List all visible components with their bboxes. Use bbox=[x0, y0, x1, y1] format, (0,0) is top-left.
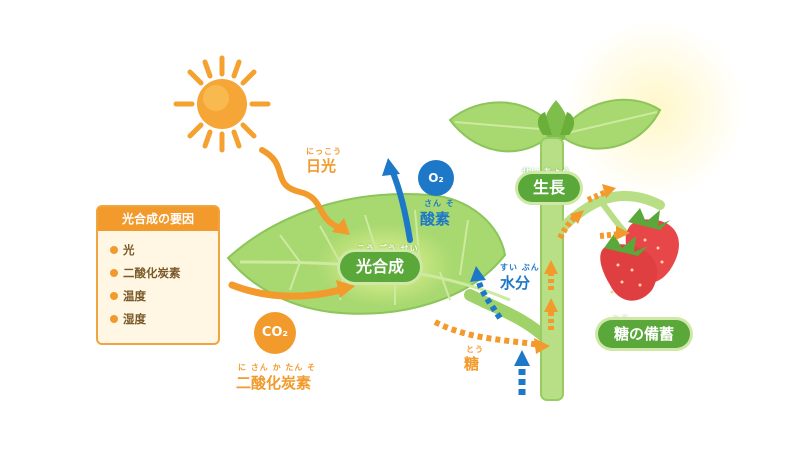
water-label: 水分 bbox=[500, 274, 531, 292]
oxygen-arrow bbox=[389, 167, 413, 243]
water-ruby: すい ぶん bbox=[500, 263, 540, 272]
factors-list: 光 二酸化炭素 温度 湿度 bbox=[98, 239, 218, 331]
sugar-ruby: とう bbox=[466, 345, 484, 354]
storage-label: 糖の備蓄 bbox=[598, 320, 690, 348]
bullet-icon bbox=[110, 314, 118, 323]
branch bbox=[555, 191, 665, 235]
photosynthesis-ruby: こう ごう せい bbox=[357, 244, 419, 253]
sunlight-ruby: にっこう bbox=[306, 147, 342, 156]
storage-ruby: とう bbox=[612, 314, 630, 325]
sugar-arrow bbox=[433, 319, 541, 348]
stem-sugar-arrows bbox=[544, 184, 630, 330]
sugar-label: 糖 bbox=[464, 355, 480, 373]
leaf-stem bbox=[464, 289, 554, 346]
factor-item: 温度 bbox=[110, 285, 218, 308]
factors-title: 光合成の要因 bbox=[98, 207, 218, 231]
growth-ruby: せい ちょう bbox=[522, 167, 571, 176]
growth-label: 生長 bbox=[518, 174, 580, 202]
factor-item: 光 bbox=[110, 239, 218, 262]
oxygen-label: 酸素 bbox=[420, 210, 451, 228]
co2-ruby: に さん か たん そ bbox=[238, 363, 317, 372]
oxygen-symbol: O₂ bbox=[418, 160, 454, 196]
co2-label: 二酸化炭素 bbox=[236, 374, 312, 392]
factor-item: 二酸化炭素 bbox=[110, 262, 218, 285]
bullet-icon bbox=[110, 291, 118, 300]
water-arrow bbox=[475, 277, 503, 320]
sunlight-label: 日光 bbox=[306, 157, 337, 175]
plant-bud bbox=[537, 100, 575, 140]
photosynthesis-label: 光合成 bbox=[340, 252, 420, 282]
factor-item: 湿度 bbox=[110, 308, 218, 331]
co2-symbol: CO₂ bbox=[254, 312, 296, 354]
strawberry-icon bbox=[600, 234, 658, 301]
sunlight-arrow bbox=[259, 147, 343, 231]
co2-arrow bbox=[228, 281, 344, 300]
factors-panel: 光合成の要因 光 二酸化炭素 温度 湿度 bbox=[96, 205, 220, 345]
bullet-icon bbox=[110, 268, 118, 277]
top-leaf-right bbox=[558, 98, 662, 150]
bullet-icon bbox=[110, 245, 118, 254]
sun-icon bbox=[173, 55, 271, 153]
oxygen-ruby: さん そ bbox=[424, 199, 455, 208]
